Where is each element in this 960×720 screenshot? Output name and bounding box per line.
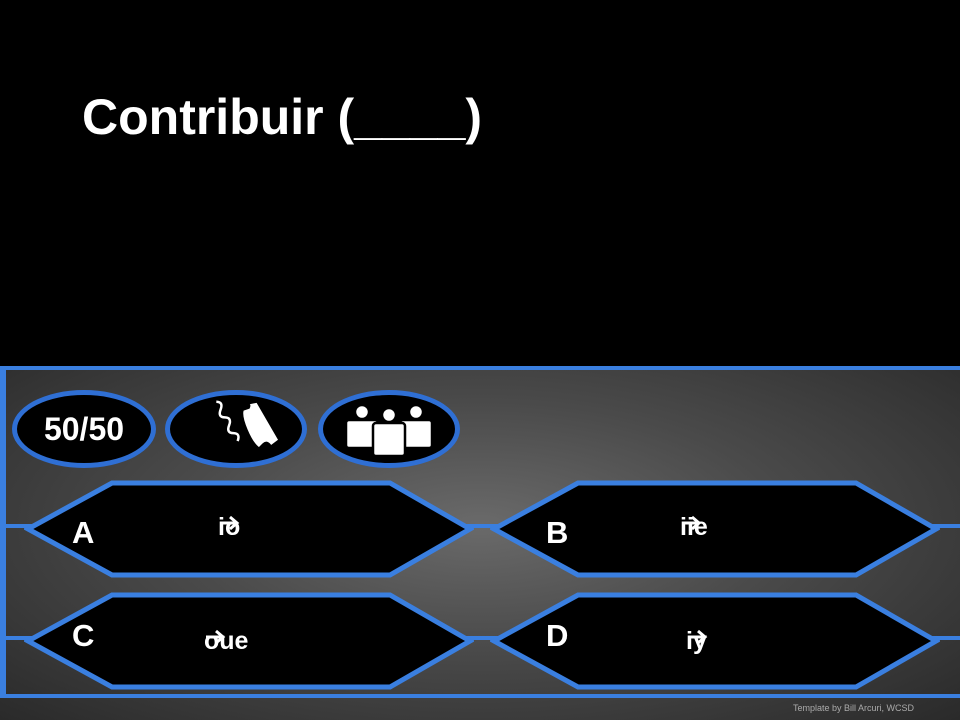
lifeline-fifty-fifty[interactable]: 50/50 [12,390,156,468]
answer-b-frame [490,480,940,578]
phone-icon [216,400,280,449]
arrow-icon [688,629,708,645]
answer-c-frame [24,592,474,690]
row-line-top [0,524,960,528]
answer-a-letter: A [72,515,95,550]
arrow-icon [682,515,702,531]
audience-icon [344,403,434,458]
answer-c-letter: C [72,618,95,653]
answer-b-letter: B [546,515,569,550]
template-credit: Template by Bill Arcuri, WCSD [792,703,914,713]
answer-b-to: ie [686,513,708,541]
question-text: Contribuir (____) [82,89,483,145]
row-line-bottom [0,636,960,640]
answer-c-to: ue [219,627,249,655]
answer-a-frame [24,480,474,578]
arrow-icon [206,629,226,645]
answer-d-from: i [686,627,693,655]
lifeline-phone-a-friend[interactable] [165,390,307,468]
answer-d-letter: D [546,618,569,653]
answer-panel-border [0,366,960,698]
answer-b-from: i [680,513,687,541]
fifty-fifty-label: 50/50 [43,410,125,447]
answer-a-from: i [218,513,225,541]
arrow-icon [220,515,240,531]
answer-d-frame [490,592,940,690]
answer-c-from: o [204,627,220,655]
lifeline-ask-the-audience[interactable] [318,390,460,468]
